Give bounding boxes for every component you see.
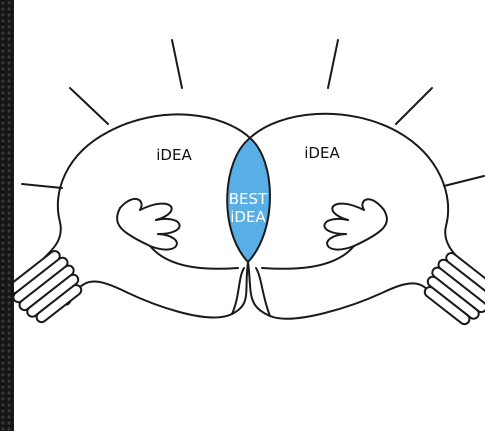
best-idea-label-line2: iDEA	[230, 208, 266, 226]
left-bulb-base	[14, 248, 88, 328]
right-bulb-base	[418, 250, 485, 330]
right-bulb-label: iDEA	[304, 144, 340, 162]
illustration-panel: iDEA iDEA BEST iDEA	[14, 0, 485, 431]
best-idea-label-line1: BEST	[229, 190, 268, 208]
idea-bulbs-illustration: iDEA iDEA BEST iDEA	[14, 0, 485, 431]
left-bulb-label: iDEA	[156, 146, 192, 164]
